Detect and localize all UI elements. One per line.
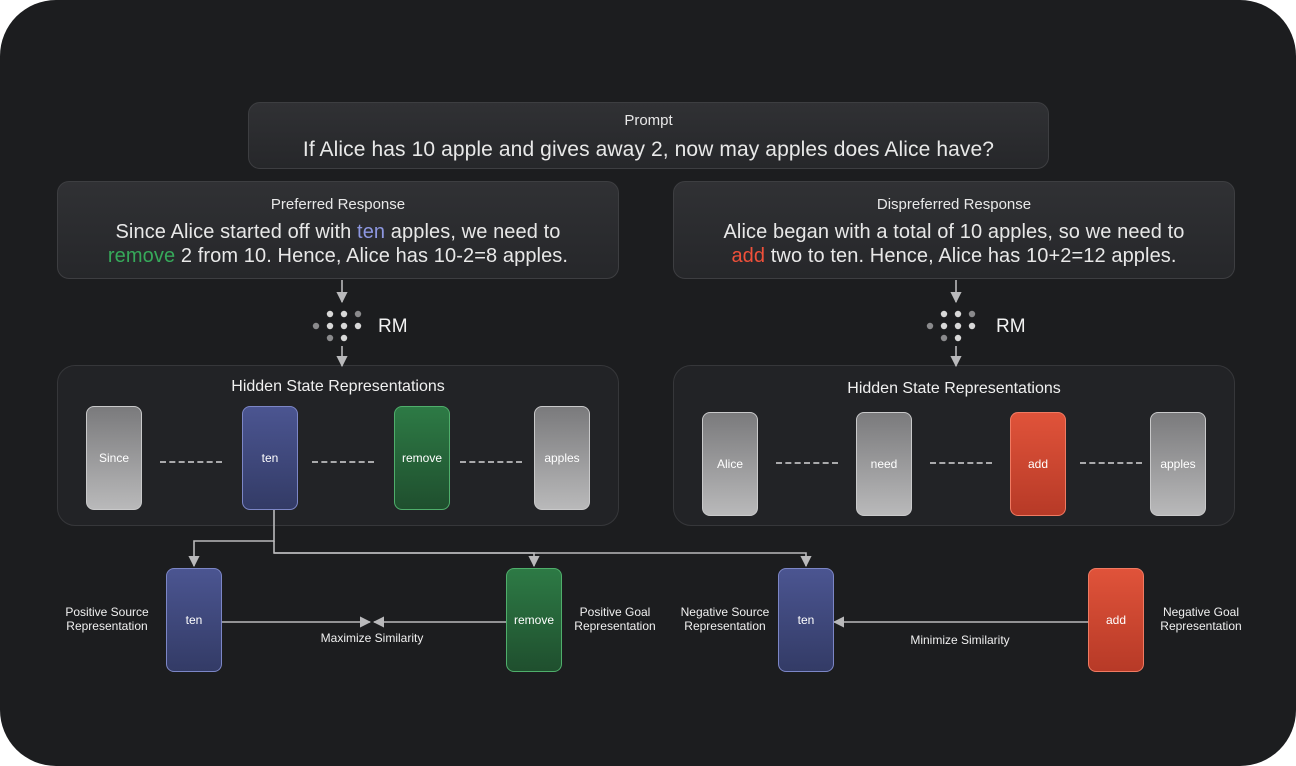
minimize-similarity-label: Minimize Similarity <box>910 633 1010 647</box>
preferred-response-line2: remove 2 from 10. Hence, Alice has 10-2=… <box>58 244 618 268</box>
prompt-text: If Alice has 10 apple and gives away 2, … <box>302 138 995 161</box>
dash-right-2 <box>930 462 992 464</box>
dispreferred-response-line2: add two to ten. Hence, Alice has 10+2=12… <box>674 244 1234 268</box>
wire-ten-to-positive-goal <box>274 552 540 568</box>
positive-goal-label: Positive Goal Representation <box>574 605 656 633</box>
token-need: need <box>856 412 912 516</box>
wire-ten-to-negative-source <box>273 541 812 568</box>
hidden-state-title-left: Hidden State Representations <box>231 378 445 395</box>
dash-right-1 <box>776 462 838 464</box>
positive-source-label: Positive Source Representation <box>65 605 149 633</box>
rm-neurons-right-icon <box>926 310 976 342</box>
rm-neurons-left-icon <box>312 310 362 342</box>
negative-goal-label: Negative Goal Representation <box>1160 605 1242 633</box>
token-alice: Alice <box>702 412 758 516</box>
prompt-label: Prompt <box>624 112 673 129</box>
positive-goal-token: remove <box>506 568 562 672</box>
preferred-response-line1: Since Alice started off with ten apples,… <box>58 220 618 244</box>
token-add: add <box>1010 412 1066 516</box>
preferred-highlight-ten: ten <box>357 221 386 243</box>
dispreferred-highlight-add: add <box>731 245 766 267</box>
preferred-line1-a: Since Alice started off with <box>115 221 358 243</box>
token-apples-right: apples <box>1150 412 1206 516</box>
negative-source-token: ten <box>778 568 834 672</box>
hidden-state-panel-left: Hidden State Representations <box>57 365 619 526</box>
dash-left-1 <box>160 461 222 463</box>
preferred-highlight-remove: remove <box>107 245 176 267</box>
prompt-box: Prompt If Alice has 10 apple and gives a… <box>248 102 1049 169</box>
maximize-similarity-label: Maximize Similarity <box>320 631 424 645</box>
preferred-line1-b: apples, we need to <box>385 221 561 243</box>
rm-label-right: RM <box>996 316 1026 337</box>
rm-label-left: RM <box>378 316 408 337</box>
hidden-state-title-right: Hidden State Representations <box>847 380 1061 397</box>
hidden-state-panel-right: Hidden State Representations <box>673 365 1235 526</box>
dash-left-2 <box>312 461 374 463</box>
preferred-response-box: Preferred Response Since Alice started o… <box>57 181 619 279</box>
token-remove: remove <box>394 406 450 510</box>
dispreferred-response-label: Dispreferred Response <box>876 196 1032 213</box>
token-since: Since <box>86 406 142 510</box>
negative-source-label: Negative Source Representation <box>680 605 770 633</box>
positive-source-token: ten <box>166 568 222 672</box>
dash-right-3 <box>1080 462 1142 464</box>
negative-goal-token: add <box>1088 568 1144 672</box>
preferred-line2-b: 2 from 10. Hence, Alice has 10-2=8 apple… <box>175 245 569 267</box>
dash-left-3 <box>460 461 522 463</box>
token-apples-left: apples <box>534 406 590 510</box>
token-ten: ten <box>242 406 298 510</box>
preferred-response-label: Preferred Response <box>270 196 406 213</box>
dispreferred-response-line1: Alice began with a total of 10 apples, s… <box>723 221 1185 243</box>
dispreferred-line2-b: two to ten. Hence, Alice has 10+2=12 app… <box>765 245 1177 267</box>
wire-ten-to-positive-source <box>188 510 275 568</box>
dispreferred-response-box: Dispreferred Response Alice began with a… <box>673 181 1235 279</box>
